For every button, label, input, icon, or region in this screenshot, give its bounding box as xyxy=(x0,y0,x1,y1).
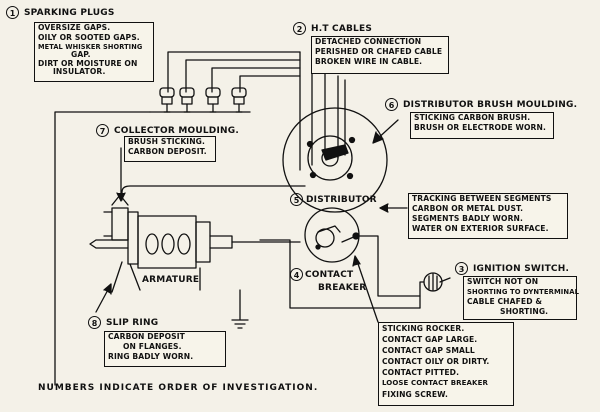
item-7-faults: BRUSH STICKING. CARBON DEPOSIT. xyxy=(124,136,216,162)
fault-line: BROKEN WIRE IN CABLE. xyxy=(315,57,423,66)
fault-line: SHORTING TO DYNTERMINAL xyxy=(467,288,580,296)
fault-line: OVERSIZE GAPS. xyxy=(38,23,111,32)
item-5-number: 5 xyxy=(290,193,303,206)
fault-line: RING BADLY WORN. xyxy=(108,352,194,361)
contact-breaker xyxy=(304,207,360,263)
armature-label: ARMATURE xyxy=(142,275,200,285)
item-4-title-line2: BREAKER xyxy=(318,283,367,293)
fault-line: TRACKING BETWEEN SEGMENTS xyxy=(412,194,552,203)
fault-line: LOOSE CONTACT BREAKER xyxy=(382,379,488,387)
item-2-faults: DETACHED CONNECTION PERISHED OR CHAFED C… xyxy=(311,36,449,74)
item-3-title: IGNITION SWITCH. xyxy=(473,264,570,274)
item-2-title: H.T CABLES xyxy=(311,24,373,34)
item-2-number: 2 xyxy=(293,22,306,35)
item-8-title: SLIP RING xyxy=(106,318,159,328)
fault-line: STICKING CARBON BRUSH. xyxy=(414,113,531,122)
fault-line: CABLE CHAFED & xyxy=(467,297,543,306)
fault-line: BRUSH OR ELECTRODE WORN. xyxy=(414,123,546,132)
fault-line: WATER ON EXTERIOR SURFACE. xyxy=(412,224,549,233)
fault-line: BRUSH STICKING. xyxy=(128,137,205,146)
fault-line: CONTACT GAP SMALL xyxy=(382,346,475,355)
item-7-title: COLLECTOR MOULDING. xyxy=(114,126,239,136)
item-4-number: 4 xyxy=(290,268,303,281)
ignition-switch-symbol xyxy=(419,272,443,309)
fault-line: CONTACT OILY OR DIRTY. xyxy=(382,357,490,366)
fault-line: SHORTING. xyxy=(500,307,549,316)
item-8-faults: CARBON DEPOSIT ON FLANGES. RING BADLY WO… xyxy=(104,331,226,367)
fault-line: DIRT OR MOISTURE ON xyxy=(38,59,138,68)
fault-line: CARBON OR METAL DUST. xyxy=(412,204,524,213)
fault-line: OILY OR SOOTED GAPS. xyxy=(38,33,140,42)
fault-line: CONTACT GAP LARGE. xyxy=(382,335,478,344)
distributor-cap xyxy=(282,107,388,213)
fault-line: METAL WHISKER SHORTING xyxy=(38,43,143,51)
leader-arrows xyxy=(95,119,451,323)
fault-line: CARBON DEPOSIT. xyxy=(128,147,207,156)
item-3-faults: SWITCH NOT ON SHORTING TO DYNTERMINAL CA… xyxy=(463,276,580,320)
fault-line: CONTACT PITTED. xyxy=(382,368,460,377)
item-5-faults: TRACKING BETWEEN SEGMENTS CARBON OR META… xyxy=(408,193,568,239)
item-3-number: 3 xyxy=(455,262,468,275)
ht-cables xyxy=(167,51,346,171)
item-6-number: 6 xyxy=(385,98,398,111)
item-6-title: DISTRIBUTOR BRUSH MOULDING. xyxy=(403,100,578,110)
footer-note: NUMBERS INDICATE ORDER OF INVESTIGATION. xyxy=(38,383,319,393)
sparking-plugs xyxy=(149,87,251,113)
earth-lead xyxy=(54,111,151,386)
collector-lead xyxy=(121,185,306,201)
fault-line: SEGMENTS BADLY WORN. xyxy=(412,214,523,223)
fault-line: FIXING SCREW. xyxy=(382,390,448,399)
item-4-title: CONTACT xyxy=(305,270,354,280)
fault-line: STICKING ROCKER. xyxy=(382,324,465,333)
item-4-faults: STICKING ROCKER. CONTACT GAP LARGE. CONT… xyxy=(378,322,514,406)
fault-line: SWITCH NOT ON xyxy=(467,277,539,286)
fault-line: PERISHED OR CHAFED CABLE xyxy=(315,47,443,56)
item-6-faults: STICKING CARBON BRUSH. BRUSH OR ELECTROD… xyxy=(410,112,554,139)
item-5-title: DISTRIBUTOR xyxy=(306,195,377,205)
fault-line: INSULATOR. xyxy=(53,67,106,76)
armature-assembly xyxy=(89,194,301,293)
item-7-number: 7 xyxy=(96,124,109,137)
item-8-number: 8 xyxy=(88,316,101,329)
item-1-faults: OVERSIZE GAPS. OILY OR SOOTED GAPS. META… xyxy=(34,22,154,82)
fault-line: CARBON DEPOSIT xyxy=(108,332,185,341)
fault-line: GAP. xyxy=(71,50,91,59)
item-1-number: 1 xyxy=(6,6,19,19)
fault-line: ON FLANGES. xyxy=(123,342,182,351)
fault-line: DETACHED CONNECTION xyxy=(315,37,422,46)
item-1-title: SPARKING PLUGS xyxy=(24,8,115,18)
